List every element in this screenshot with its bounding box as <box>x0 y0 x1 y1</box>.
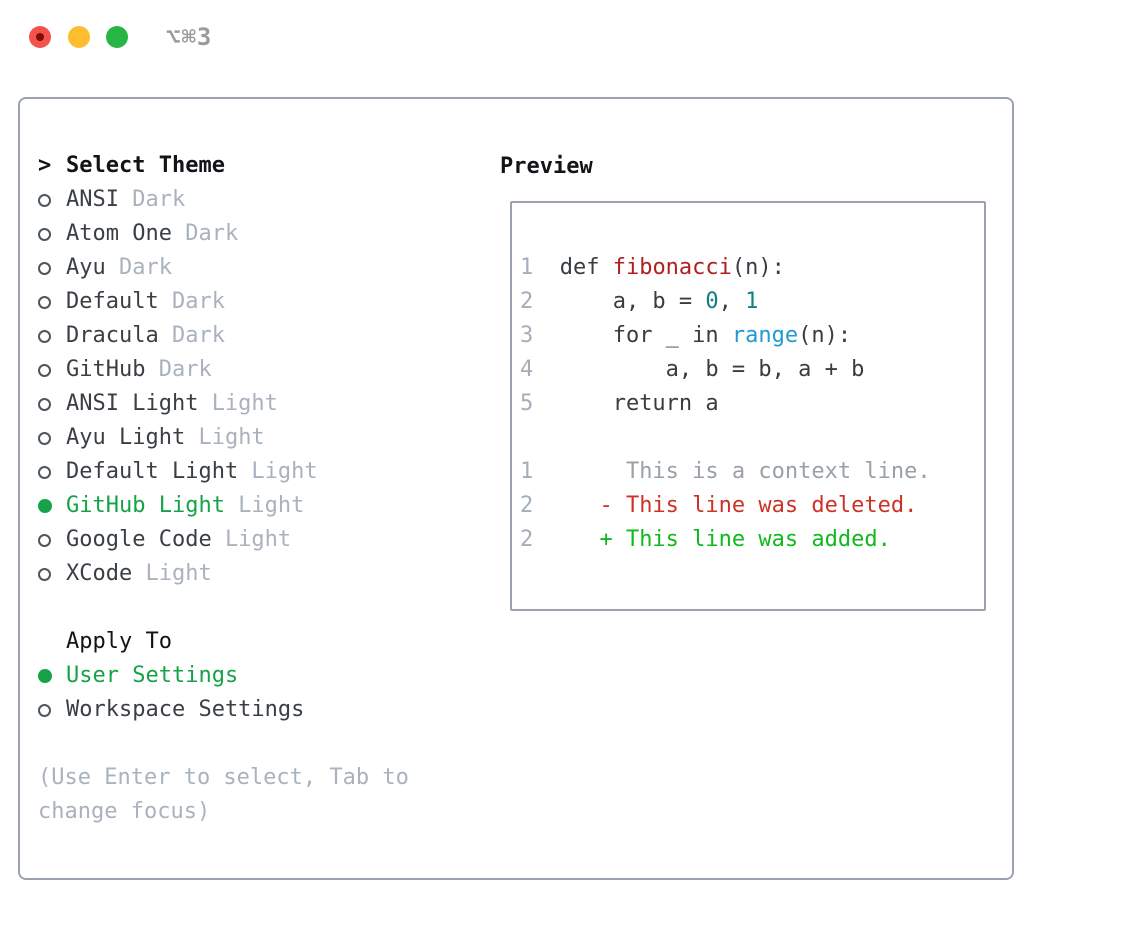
apply-to-list: User Settings Workspace Settings <box>38 659 468 727</box>
code-line: 3 for _ in range(n): <box>520 319 978 353</box>
theme-item[interactable]: Google Code Light <box>38 523 468 557</box>
radio-icon[interactable] <box>38 567 51 581</box>
radio-icon[interactable] <box>38 533 51 547</box>
theme-selector: > Select Theme ANSI Dark Atom One Dark A… <box>38 149 468 727</box>
radio-icon[interactable] <box>38 431 51 445</box>
apply-option[interactable]: User Settings <box>38 659 468 693</box>
theme-item[interactable]: XCode Light <box>38 557 468 591</box>
code-line: 4 a, b = b, a + b <box>520 353 978 387</box>
code-line: 2 + This line was added. <box>520 523 978 557</box>
theme-variant: Dark <box>171 323 225 348</box>
theme-name: Default <box>66 289 159 314</box>
select-theme-header: > Select Theme <box>38 149 468 183</box>
line-number: 2 <box>520 527 534 552</box>
prompt-icon: > <box>38 153 52 178</box>
preview-title: Preview <box>500 154 593 179</box>
line-number: 3 <box>520 323 534 348</box>
select-theme-title: Select Theme <box>66 153 225 178</box>
line-number: 1 <box>520 255 534 280</box>
minimize-button[interactable] <box>68 26 90 48</box>
theme-name: Ayu <box>66 255 106 280</box>
theme-variant: Light <box>198 425 265 450</box>
code-line: 1 This is a context line. <box>520 455 978 489</box>
apply-option[interactable]: Workspace Settings <box>38 693 468 727</box>
theme-variant: Light <box>251 459 318 484</box>
theme-name: Default Light <box>66 459 239 484</box>
radio-icon[interactable] <box>38 329 51 343</box>
theme-variant: Light <box>211 391 278 416</box>
code-line: 5 return a <box>520 387 978 421</box>
theme-variant: Dark <box>158 357 212 382</box>
radio-icon[interactable] <box>38 703 51 717</box>
radio-icon[interactable] <box>38 669 52 683</box>
theme-name: XCode <box>66 561 133 586</box>
theme-name: Google Code <box>66 527 212 552</box>
theme-name: ANSI <box>66 187 119 212</box>
radio-icon[interactable] <box>38 465 51 479</box>
theme-variant: Dark <box>132 187 186 212</box>
code-line: 2 a, b = 0, 1 <box>520 285 978 319</box>
theme-name: Ayu Light <box>66 425 186 450</box>
theme-variant: Light <box>238 493 305 518</box>
theme-variant: Dark <box>171 289 225 314</box>
theme-item[interactable]: GitHub Light Light <box>38 489 468 523</box>
line-number: 5 <box>520 391 534 416</box>
line-number: 4 <box>520 357 534 382</box>
theme-item[interactable]: GitHub Dark <box>38 353 468 387</box>
theme-item[interactable]: Default Dark <box>38 285 468 319</box>
theme-item[interactable]: Dracula Dark <box>38 319 468 353</box>
theme-name: GitHub <box>66 357 146 382</box>
radio-icon[interactable] <box>38 193 51 207</box>
theme-item[interactable]: ANSI Light Light <box>38 387 468 421</box>
radio-icon[interactable] <box>38 363 51 377</box>
hint-text: (Use Enter to select, Tab to change focu… <box>38 765 409 824</box>
code-line: 2 - This line was deleted. <box>520 489 978 523</box>
theme-variant: Dark <box>118 255 172 280</box>
theme-item[interactable]: Ayu Dark <box>38 251 468 285</box>
radio-icon[interactable] <box>38 397 51 411</box>
theme-name: Atom One <box>66 221 172 246</box>
apply-option-label: Workspace Settings <box>66 697 305 722</box>
apply-to-header: Apply To <box>38 625 468 659</box>
window-shortcut-label: ⌥⌘3 <box>166 23 213 51</box>
theme-item[interactable]: Atom One Dark <box>38 217 468 251</box>
zoom-button[interactable] <box>106 26 128 48</box>
theme-variant: Light <box>145 561 212 586</box>
theme-item[interactable]: ANSI Dark <box>38 183 468 217</box>
spacer <box>38 591 468 625</box>
radio-icon[interactable] <box>38 261 51 275</box>
theme-item[interactable]: Ayu Light Light <box>38 421 468 455</box>
radio-icon[interactable] <box>38 499 52 513</box>
line-number: 1 <box>520 459 534 484</box>
apply-to-title: Apply To <box>66 629 172 654</box>
theme-variant: Dark <box>185 221 239 246</box>
theme-item[interactable]: Default Light Light <box>38 455 468 489</box>
radio-icon[interactable] <box>38 295 51 309</box>
close-button[interactable] <box>29 26 51 48</box>
radio-icon[interactable] <box>38 227 51 241</box>
theme-name: ANSI Light <box>66 391 199 416</box>
theme-name: GitHub Light <box>66 493 225 518</box>
line-number: 2 <box>520 289 534 314</box>
theme-variant: Light <box>224 527 292 552</box>
theme-name: Dracula <box>66 323 159 348</box>
apply-option-label: User Settings <box>66 663 239 688</box>
code-line <box>520 421 978 455</box>
line-number: 2 <box>520 493 534 518</box>
theme-list: ANSI Dark Atom One Dark Ayu Dark Default… <box>38 183 468 591</box>
